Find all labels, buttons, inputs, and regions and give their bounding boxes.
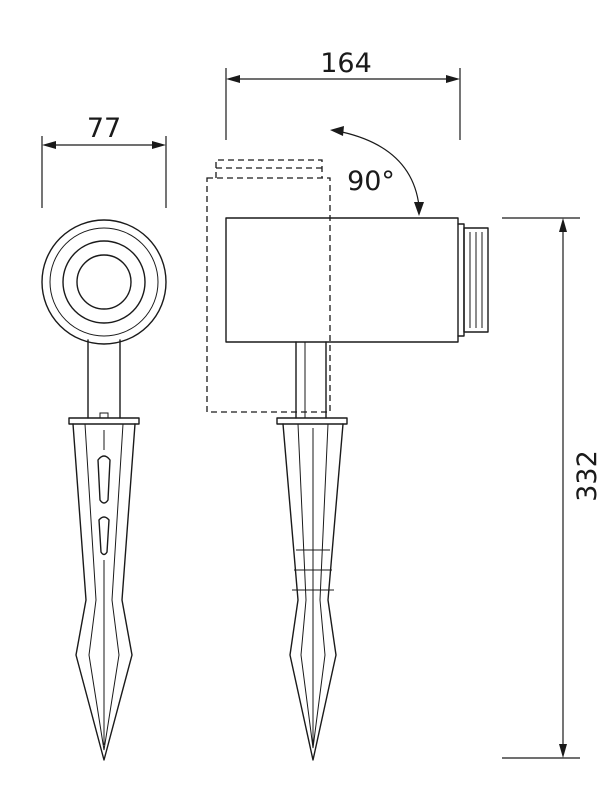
rotation-indicator: 90° (330, 126, 424, 216)
rotation-arrow-end (414, 202, 424, 216)
dimension-height: 332 (502, 217, 603, 759)
side-stem (295, 341, 327, 419)
dim-332-arrow-top (559, 218, 567, 232)
side-view (206, 159, 489, 761)
front-head-outer-ring (41, 219, 167, 345)
side-collar (276, 417, 348, 425)
front-stem (87, 339, 121, 419)
front-collar (68, 417, 140, 425)
front-collar-nub (99, 412, 109, 419)
front-spike-slot-lower (98, 516, 110, 556)
dim-77-label: 77 (87, 113, 121, 144)
front-head-ring-2 (49, 227, 159, 337)
side-spike-outline (282, 423, 344, 761)
side-rotated-cap-dashed (215, 159, 323, 178)
dim-164-arrow-left (226, 75, 240, 83)
side-spike-ribs (292, 549, 334, 591)
dimension-width-side: 164 (225, 48, 461, 140)
dim-332-extension-lines (502, 217, 580, 759)
front-spike-slot-upper (97, 455, 111, 504)
side-lens-grooves (469, 232, 483, 328)
dim-164-extension-lines (225, 68, 461, 140)
dim-332-label: 332 (572, 450, 603, 502)
dim-164-arrow-right (446, 75, 460, 83)
dim-77-arrow-left (42, 141, 56, 149)
dimension-width-front: 77 (41, 113, 167, 208)
front-head-bezel (62, 240, 146, 324)
rotation-label: 90° (347, 166, 395, 197)
rotation-arc (341, 131, 420, 207)
side-spike-inner (297, 423, 329, 749)
dim-77-extension-lines (41, 136, 167, 208)
side-lens-cap (463, 227, 489, 333)
dim-77-arrow-right (152, 141, 166, 149)
front-lens (76, 254, 132, 310)
side-rotated-housing-dashed (206, 177, 331, 413)
side-housing (225, 217, 459, 343)
side-front-ring (457, 223, 465, 337)
rotation-arrow-start (330, 126, 344, 136)
dim-332-arrow-bottom (559, 744, 567, 758)
front-spike-inner (84, 423, 124, 751)
dim-164-label: 164 (320, 48, 372, 79)
front-spike-outline (72, 423, 136, 761)
front-view (41, 219, 167, 761)
